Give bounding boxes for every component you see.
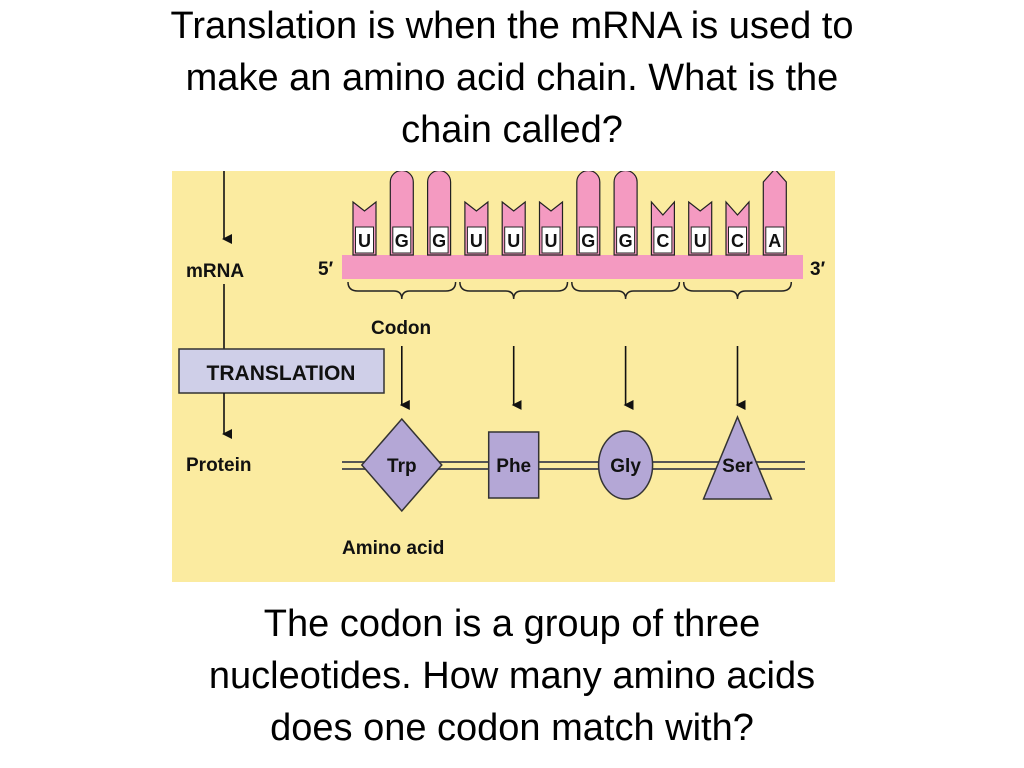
top-question-line-1: Translation is when the mRNA is used to bbox=[170, 5, 854, 47]
bottom-question-line-1: The codon is a group of three bbox=[263, 603, 761, 645]
base-letter: C bbox=[656, 231, 669, 251]
base-letter: G bbox=[432, 231, 446, 251]
translation-box bbox=[178, 348, 385, 394]
base-letter: U bbox=[358, 231, 371, 251]
codon-label: Codon bbox=[371, 318, 431, 339]
protein-label: Protein bbox=[186, 455, 251, 476]
translation-label: TRANSLATION bbox=[207, 362, 356, 385]
amino-acid-name: Gly bbox=[610, 456, 641, 477]
base-letter: A bbox=[768, 231, 781, 251]
base-U-4: U bbox=[464, 200, 489, 256]
base-letter: G bbox=[619, 231, 633, 251]
amino-acid-gly: Gly bbox=[597, 430, 654, 500]
base-A-12: A bbox=[762, 171, 787, 256]
base-C-9: C bbox=[650, 200, 675, 256]
codon-braces bbox=[347, 281, 793, 300]
bottom-question-line-2: nucleotides. How many amino acids bbox=[208, 655, 816, 697]
amino-acid-name: Trp bbox=[387, 456, 417, 477]
square-shape bbox=[487, 431, 540, 499]
three-prime-label: 3′ bbox=[810, 259, 826, 280]
codon-brace-3 bbox=[571, 281, 681, 300]
base-letter: U bbox=[507, 231, 520, 251]
diamond-shape bbox=[360, 417, 443, 513]
amino-acid-name: Ser bbox=[722, 456, 753, 477]
five-prime-label: 5′ bbox=[318, 259, 334, 280]
bottom-question-line-3: does one codon match with? bbox=[270, 707, 754, 749]
amino-acid-trp: Trp bbox=[360, 417, 443, 513]
top-question: Translation is when the mRNA is used to … bbox=[0, 0, 1024, 156]
amino-acids: Trp Phe Gly Ser bbox=[360, 415, 773, 513]
base-letter: G bbox=[395, 231, 409, 251]
base-G-3: G bbox=[427, 171, 452, 256]
mrna-label: mRNA bbox=[186, 261, 244, 282]
mrna-strand bbox=[342, 255, 803, 279]
base-U-5: U bbox=[501, 200, 526, 256]
base-C-11: C bbox=[725, 200, 750, 256]
bottom-question: The codon is a group of three nucleotide… bbox=[0, 598, 1024, 754]
base-G-8: G bbox=[613, 171, 638, 256]
base-letter: U bbox=[545, 231, 558, 251]
top-question-line-3: chain called? bbox=[401, 109, 623, 151]
top-question-line-2: make an amino acid chain. What is the bbox=[185, 57, 839, 99]
amino-acid-name: Phe bbox=[496, 456, 531, 477]
base-G-2: G bbox=[389, 171, 414, 256]
base-U-6: U bbox=[538, 200, 564, 256]
amino-acid-phe: Phe bbox=[487, 431, 540, 499]
amino-acid-ser: Ser bbox=[702, 415, 773, 500]
codon-brace-4 bbox=[682, 281, 793, 300]
codon-arrows bbox=[399, 346, 746, 410]
base-letter: U bbox=[470, 231, 483, 251]
circle-shape bbox=[597, 430, 654, 500]
codon-brace-2 bbox=[459, 281, 569, 300]
base-G-7: G bbox=[576, 171, 601, 256]
base-U-1: U bbox=[352, 200, 377, 256]
base-letter: C bbox=[731, 231, 744, 251]
codon-brace-1 bbox=[347, 281, 457, 300]
base-letter: U bbox=[694, 231, 707, 251]
base-letter: G bbox=[581, 231, 595, 251]
amino-acid-label: Amino acid bbox=[342, 538, 444, 559]
translation-diagram: mRNA TRANSLATION Protein 5′ 3′ U G G U U U G G C… bbox=[172, 171, 835, 582]
base-U-10: U bbox=[688, 200, 713, 256]
triangle-shape bbox=[702, 415, 773, 500]
